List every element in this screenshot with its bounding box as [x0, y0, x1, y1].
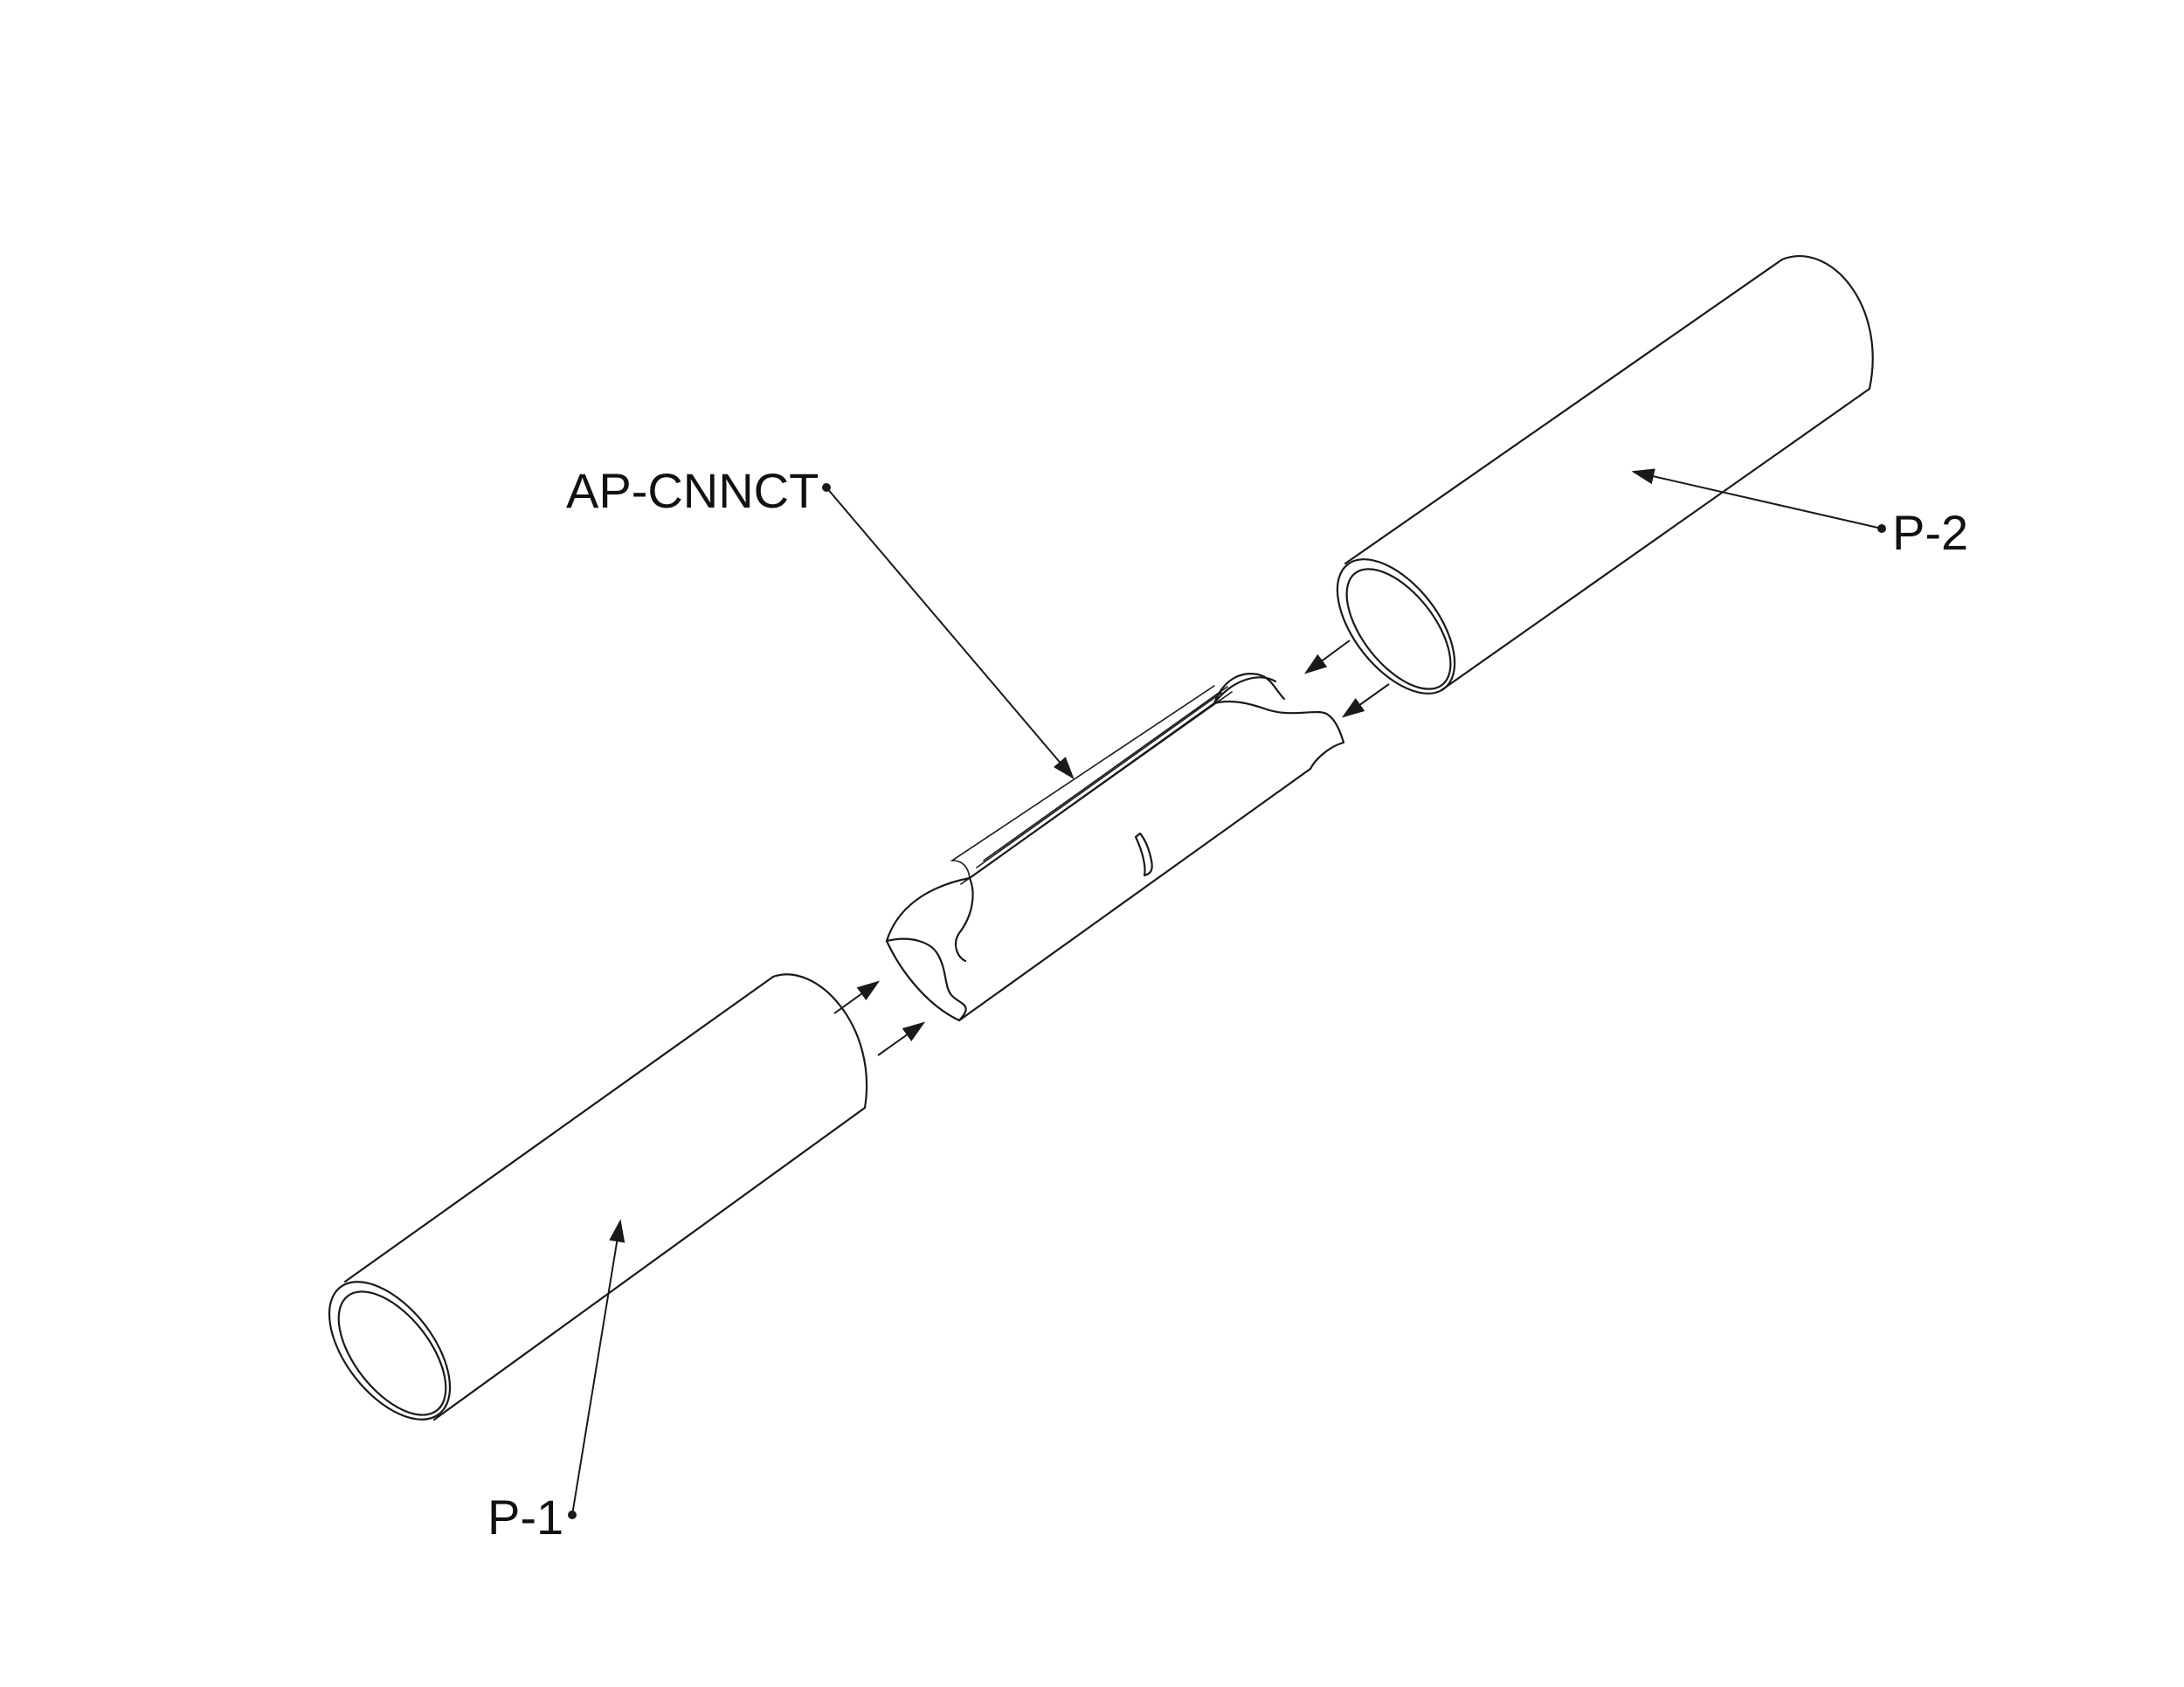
leader-p1 [568, 1219, 625, 1519]
connector-ap-cnnct [885, 673, 1345, 1022]
label-p2: P-2 [1892, 505, 1969, 560]
pipe-p2 [1336, 255, 1874, 695]
leader-connector [822, 483, 1075, 779]
label-ap-cnnct: AP-CNNCT [566, 463, 819, 518]
insertion-arrows [833, 640, 1390, 1056]
label-p1: P-1 [487, 1490, 564, 1545]
leader-p2 [1631, 468, 1886, 533]
pipe-p1 [328, 973, 867, 1421]
